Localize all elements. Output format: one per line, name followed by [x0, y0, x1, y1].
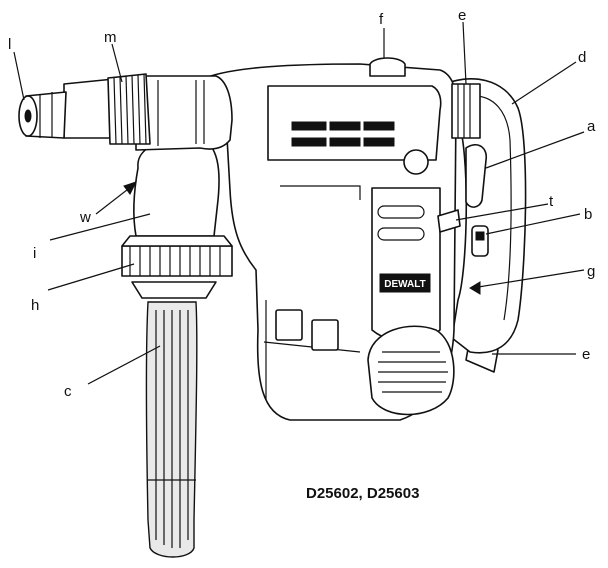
callout-labels: l m f e d a t b g e w i h c	[8, 7, 596, 400]
brand-text: DEWALT	[384, 279, 425, 290]
motor-housing: DEWALT	[199, 57, 458, 421]
tool-holder	[18, 73, 151, 145]
leader-i	[49, 213, 151, 241]
leader-w	[95, 185, 133, 215]
leader-c	[87, 345, 161, 385]
callout-c: c	[64, 383, 72, 400]
rear-cap-top	[451, 83, 481, 139]
callout-h: h	[31, 297, 39, 314]
callout-d: d	[578, 49, 586, 66]
callout-g: g	[587, 263, 595, 280]
callout-f: f	[379, 11, 384, 28]
side-handle-grip	[145, 301, 198, 558]
leader-g	[471, 269, 585, 289]
trigger-switch	[465, 144, 488, 208]
leader-lines	[13, 21, 585, 385]
callout-w: w	[79, 209, 91, 226]
power-cord	[465, 337, 576, 543]
locking-sleeve	[107, 73, 151, 145]
side-handle-collar	[121, 235, 233, 277]
gear-case	[135, 75, 233, 151]
mode-knob	[403, 149, 429, 175]
gear-cover	[367, 325, 455, 416]
leader-m	[111, 43, 123, 83]
gear-cover-ribs	[378, 351, 448, 393]
arrow-w	[123, 181, 137, 195]
side-handle	[121, 139, 233, 558]
chuck-nose	[18, 91, 67, 139]
leader-h	[47, 263, 135, 291]
model-designation: D25602, D25603	[306, 485, 419, 502]
leader-d	[511, 61, 577, 105]
callout-e-top: e	[458, 7, 466, 24]
callout-a: a	[587, 118, 596, 135]
lock-on-button	[471, 225, 489, 257]
leader-a	[485, 131, 585, 169]
adjustment-lever	[437, 209, 461, 233]
leader-e-top	[462, 21, 467, 85]
callout-b: b	[584, 206, 592, 223]
callout-e-bottom: e	[582, 346, 590, 363]
leader-b	[485, 213, 581, 235]
callout-t: t	[549, 193, 554, 210]
brand-badge: DEWALT	[379, 273, 431, 293]
callout-l: l	[8, 36, 11, 53]
leader-l	[13, 51, 25, 101]
leader-t	[455, 203, 549, 221]
grille-slots	[377, 205, 425, 241]
arrow-g	[469, 281, 481, 295]
air-vents	[291, 121, 395, 147]
callout-m: m	[104, 29, 117, 46]
callout-i: i	[33, 245, 36, 262]
